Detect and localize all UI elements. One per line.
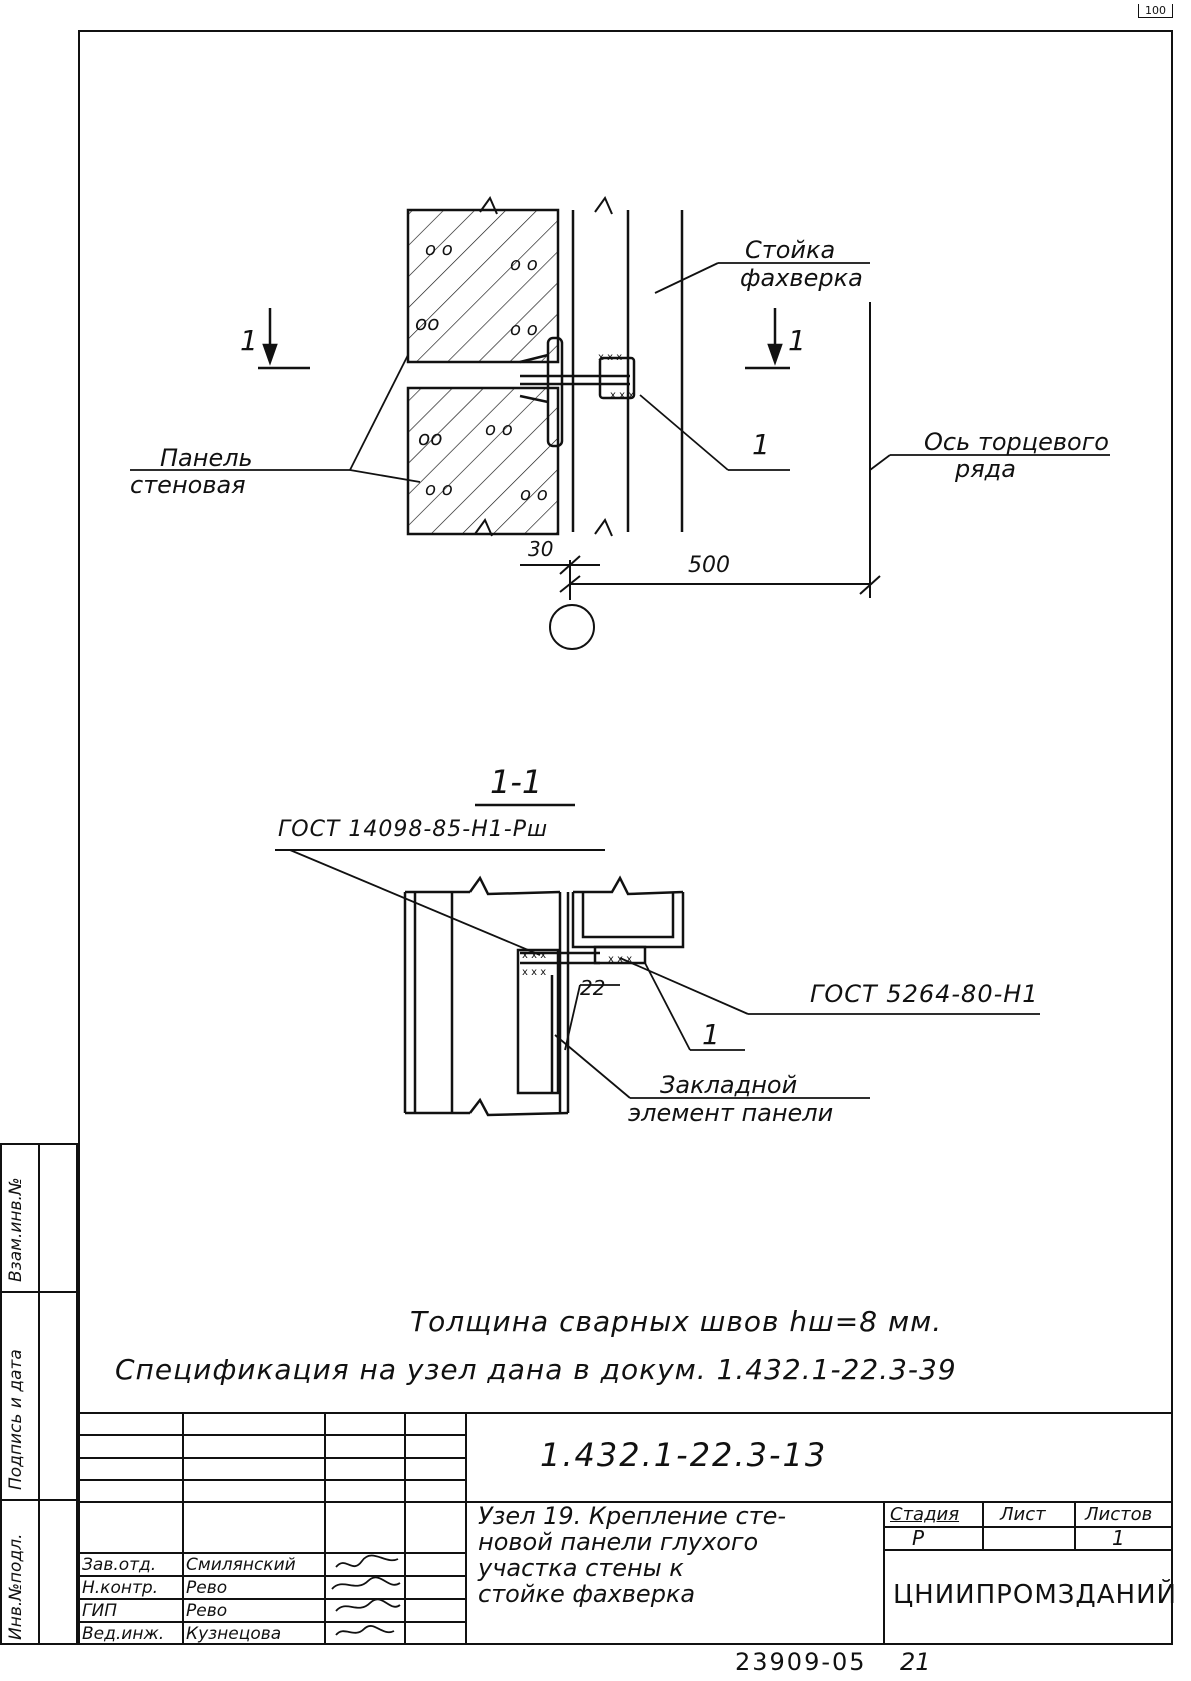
svg-text:x x x: x x x — [608, 954, 632, 965]
svg-text:x x x: x x x — [598, 352, 622, 363]
svg-text:x x x: x x x — [522, 950, 546, 961]
plan-connection — [519, 336, 636, 448]
side-stamp-divider — [38, 1143, 40, 1645]
wall-panel-lower: oo o o o o o o — [406, 386, 560, 536]
dim-500: 500 — [688, 553, 730, 578]
label-axis-line1: Ось торцевого — [924, 428, 1109, 456]
svg-text:x x x: x x x — [522, 967, 546, 978]
role-0: Зав.отд. — [82, 1555, 157, 1575]
drawing-title-line1: Узел 19. Крепление сте- — [478, 1502, 787, 1530]
dim-30: 30 — [528, 537, 554, 561]
svg-text:o o: o o — [425, 479, 453, 500]
label-axis-line2: ряда — [955, 455, 1016, 483]
sheet-header: Лист — [1000, 1504, 1046, 1525]
section-channel — [571, 875, 685, 965]
name-2: Рево — [186, 1601, 228, 1621]
label-embed-line1: Закладной — [660, 1071, 798, 1099]
title-block-grid — [78, 1412, 1173, 1645]
svg-text:oo: oo — [418, 426, 442, 450]
section-mark-right-label: 1 — [788, 324, 806, 357]
plan-dimensions — [520, 555, 881, 600]
wall-panel-upper: o o o o oo o o — [406, 208, 560, 364]
column-outline — [571, 210, 684, 532]
section-callout-1: 1 — [702, 1018, 720, 1051]
sheets-value: 1 — [1112, 1526, 1125, 1550]
dim-22: 22 — [580, 976, 606, 1000]
svg-text:x x x: x x x — [610, 390, 634, 401]
section-panel — [403, 875, 570, 1117]
sheets-header: Листов — [1085, 1504, 1153, 1525]
label-embed-line2: элемент панели — [628, 1099, 834, 1127]
svg-text:oo: oo — [415, 311, 439, 335]
corner-mark: 100 — [1138, 4, 1173, 18]
break-marks — [474, 195, 613, 537]
footer-page: 21 — [900, 1648, 931, 1676]
stage-header: Стадия — [890, 1504, 960, 1525]
role-2: ГИП — [82, 1601, 117, 1621]
signature-marks — [331, 1554, 401, 1636]
section-mark-right — [745, 308, 790, 370]
svg-text:o o: o o — [510, 254, 538, 275]
plan-leaders — [130, 262, 1110, 483]
section-mark-left — [258, 308, 310, 370]
gost-top: ГОСТ 14098-85-Н1-Рш — [278, 817, 549, 842]
stage-value: Р — [912, 1526, 925, 1550]
drawing-title-line4: стойке фахверка — [478, 1580, 696, 1608]
doc-number: 1.432.1-22.3-13 — [540, 1436, 828, 1474]
gost-right: ГОСТ 5264-80-Н1 — [810, 980, 1039, 1008]
name-1: Рево — [186, 1578, 228, 1598]
drawing-title-line3: участка стены к — [478, 1554, 684, 1582]
name-3: Кузнецова — [186, 1624, 282, 1644]
drawing-title-line2: новой панели глухого — [478, 1528, 759, 1556]
footer-code: 23909-05 — [735, 1648, 867, 1676]
plan-callout-1: 1 — [752, 428, 770, 461]
role-3: Вед.инж. — [82, 1624, 165, 1644]
svg-text:o o: o o — [425, 239, 453, 260]
note-specification: Спецификация на узел дана в докум. 1.432… — [115, 1353, 957, 1386]
role-1: Н.контр. — [82, 1578, 159, 1598]
section-title: 1-1 — [490, 763, 543, 801]
label-column-line2: фахверка — [740, 264, 863, 292]
name-0: Смилянский — [186, 1555, 296, 1575]
section-mark-left-label: 1 — [240, 324, 258, 357]
label-panel-line2: стеновая — [130, 471, 246, 499]
label-panel-line1: Панель — [160, 444, 253, 472]
svg-text:o o: o o — [520, 484, 548, 505]
drawing-frame — [78, 30, 1173, 1645]
note-weld-thickness: Толщина сварных швов hш=8 мм. — [410, 1305, 943, 1338]
svg-text:o o: o o — [485, 419, 513, 440]
svg-text:o o: o o — [510, 319, 538, 340]
label-column-line1: Стойка — [745, 236, 836, 264]
axis-bubble — [549, 604, 595, 650]
organization: ЦНИИПРОМЗДАНИЙ — [893, 1580, 1177, 1610]
section-leaders — [289, 849, 1040, 1099]
